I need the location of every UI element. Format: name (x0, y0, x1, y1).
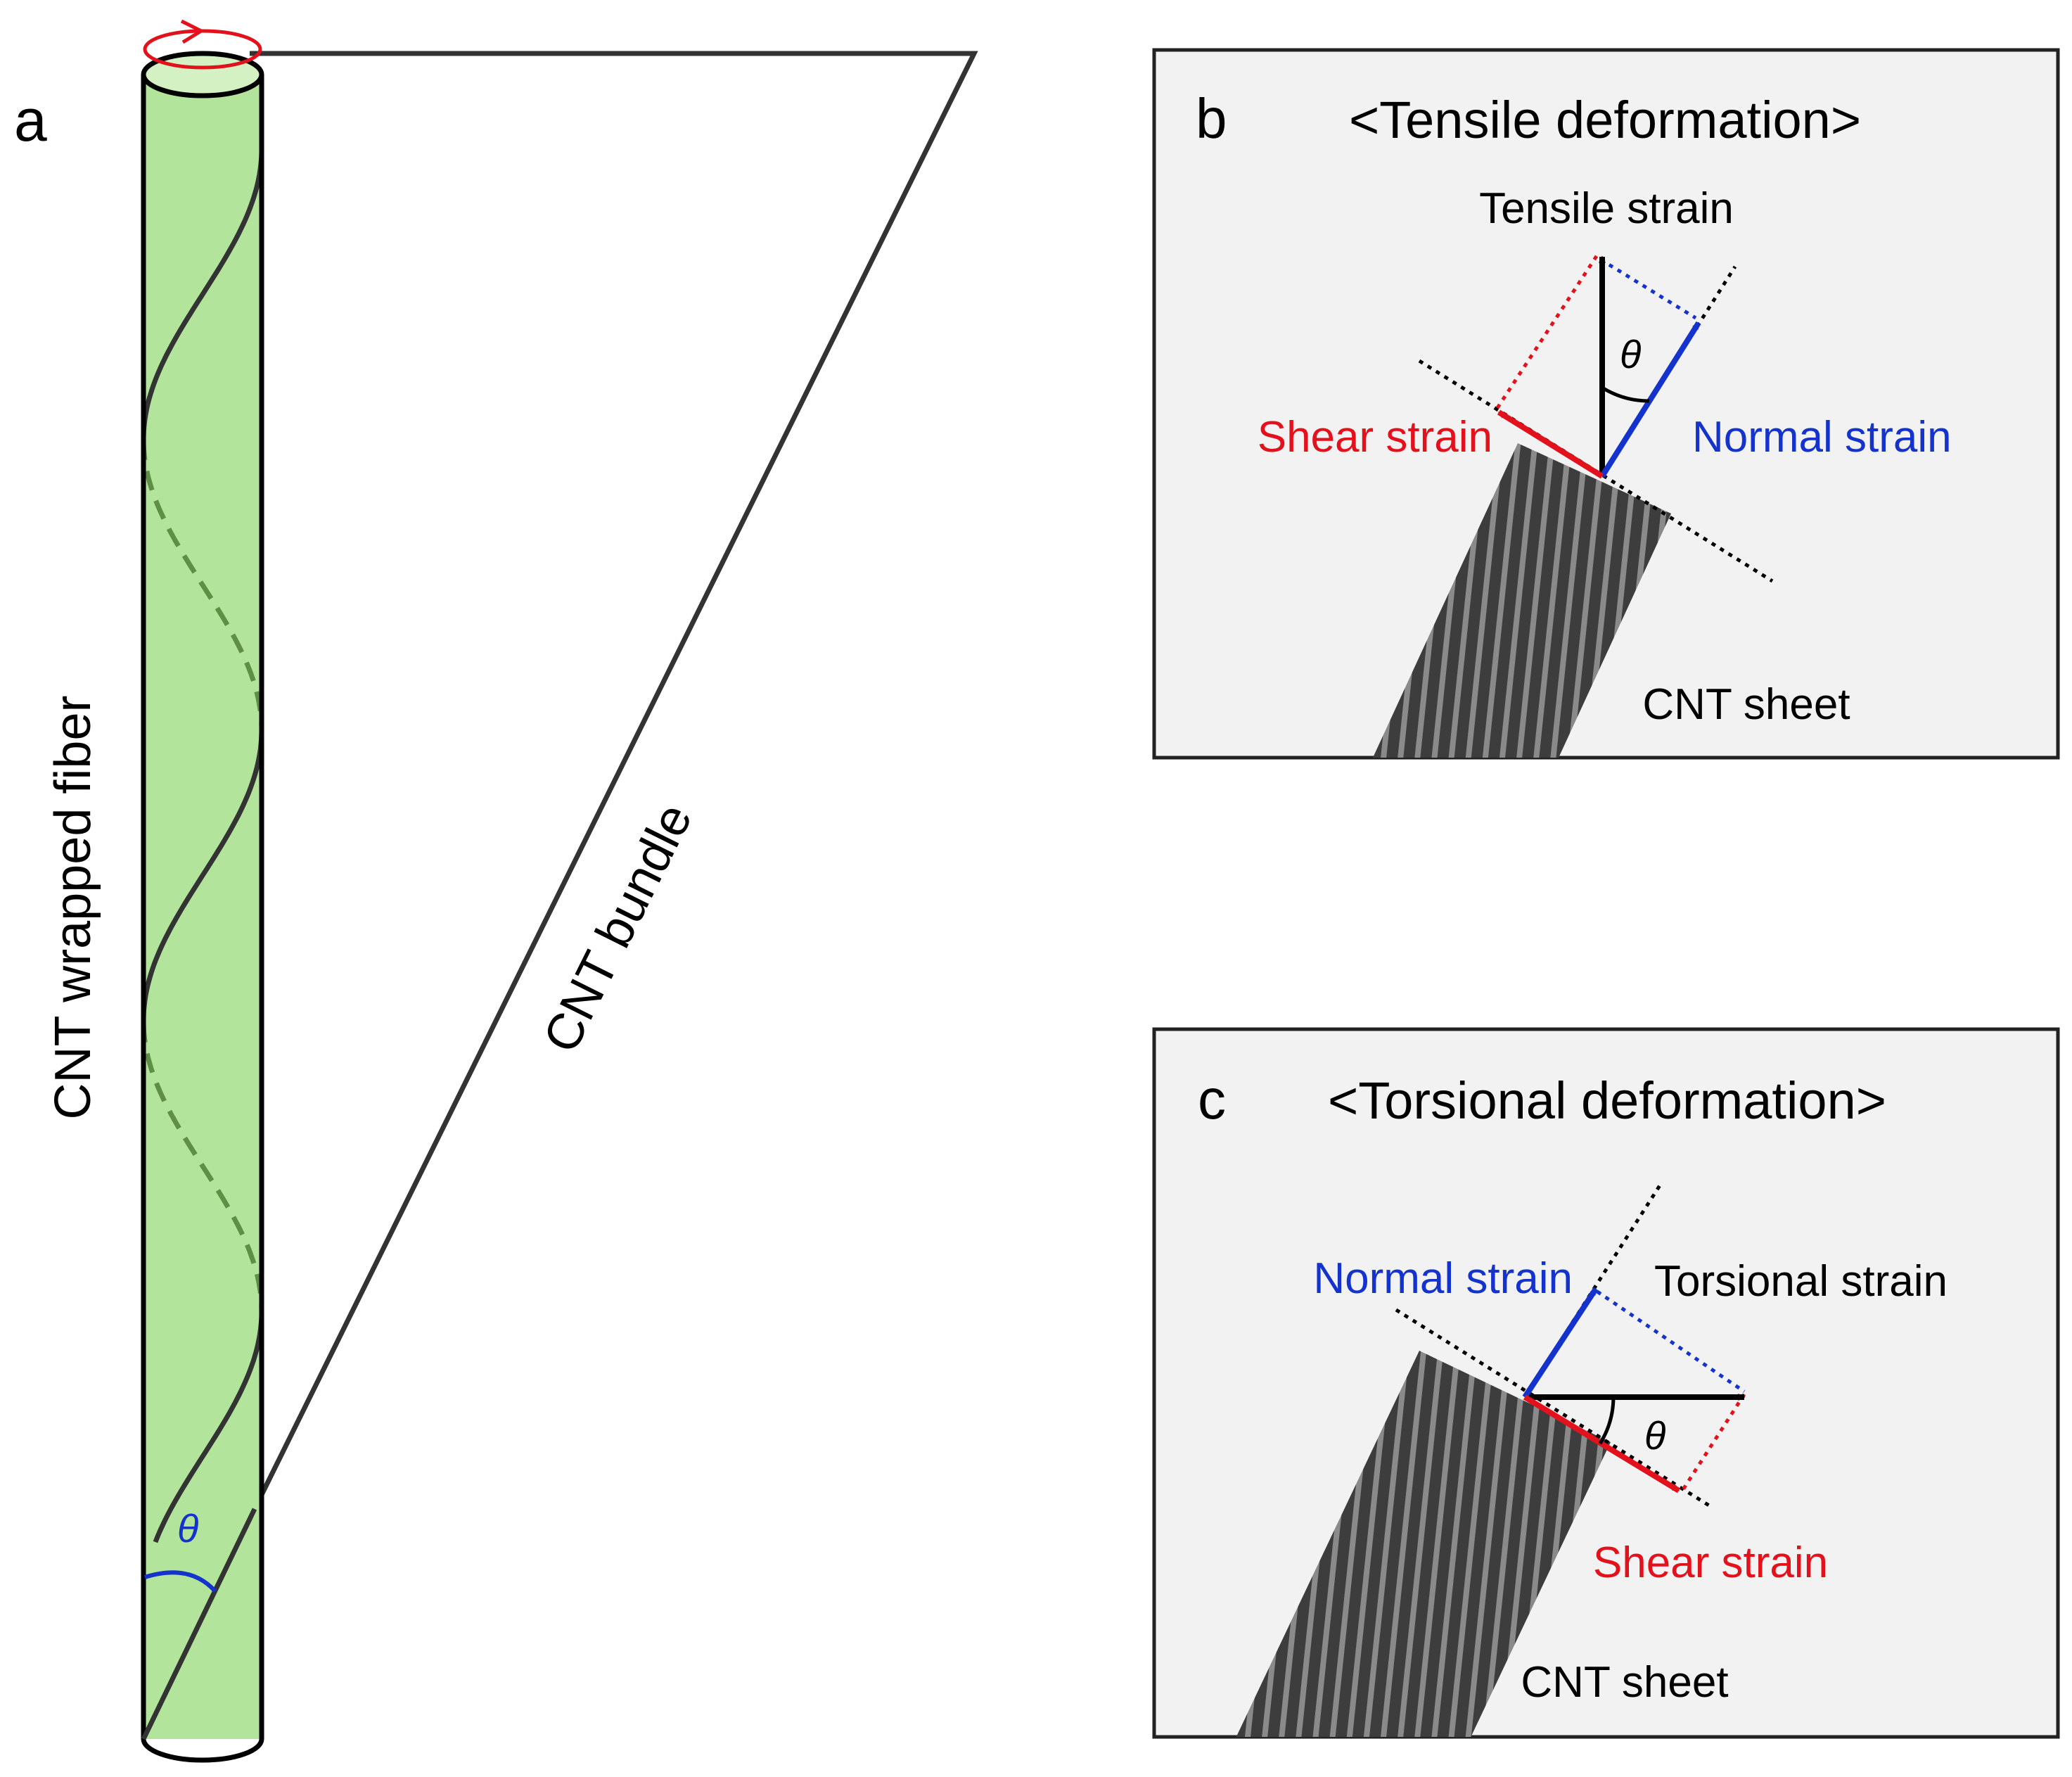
angle-arc-b (1601, 386, 1650, 403)
fiber-top-face (141, 51, 264, 98)
normal-strain-arrow-b[interactable] (1599, 321, 1701, 478)
angle-arc-c (1598, 1396, 1616, 1445)
panel-b-label: b (1196, 87, 1227, 150)
shear-strain-arrow-b[interactable] (1497, 409, 1604, 479)
cnt-bundle-outline (250, 51, 978, 1510)
bundle-wrap-segment (141, 1508, 257, 1740)
cnt-sheet-label-c: CNT sheet (1521, 1658, 1728, 1707)
cnt-sheet-label-b: CNT sheet (1642, 680, 1850, 729)
panel-a-label: a (14, 87, 47, 153)
normal-strain-label-c: Normal strain (1313, 1254, 1573, 1303)
torsional-strain-label: Torsional strain (1654, 1257, 1948, 1306)
sheet-edge-dotted-c (1395, 1308, 1710, 1508)
angle-symbol-c: θ (1644, 1413, 1665, 1458)
shear-strain-label-c: Shear strain (1593, 1539, 1828, 1587)
fiber-cylinder (143, 75, 262, 1739)
shear-projection-b (1494, 255, 1599, 412)
bundle-label: CNT bundle (532, 795, 703, 1061)
angle-symbol-b: θ (1620, 332, 1641, 376)
panel-c-label: c (1198, 1068, 1226, 1130)
fiber-label: CNT wrapped fiber (45, 696, 101, 1120)
twist-arrowhead (180, 19, 205, 44)
panel-a: a θ CNT wrapped fiber CNT bundle (14, 19, 978, 1763)
normal-strain-label-b: Normal strain (1692, 413, 1952, 461)
angle-symbol-a: θ (177, 1506, 198, 1550)
panel-b-title: <Tensile deformation> (1349, 91, 1861, 149)
cnt-sheet-c (1236, 1351, 1611, 1737)
tensile-strain-label: Tensile strain (1479, 184, 1734, 233)
helix-visible-segments (141, 153, 264, 1543)
shear-strain-label-b: Shear strain (1258, 413, 1492, 461)
normal-strain-arrow-c[interactable] (1522, 1287, 1599, 1399)
normal-projection-c (1596, 1289, 1746, 1394)
panel-c-title: <Torsional deformation> (1328, 1071, 1886, 1130)
fiber-bottom-edge (141, 1738, 264, 1763)
helix-hidden-segments (141, 440, 264, 1311)
cnt-sheet-b (1372, 443, 1671, 758)
panel-b: b <Tensile deformation> Tensile strain θ… (1152, 48, 2060, 760)
angle-arc-a (144, 1570, 217, 1593)
panel-c: c <Torsional deformation> θ Normal strai… (1152, 1027, 2060, 1739)
